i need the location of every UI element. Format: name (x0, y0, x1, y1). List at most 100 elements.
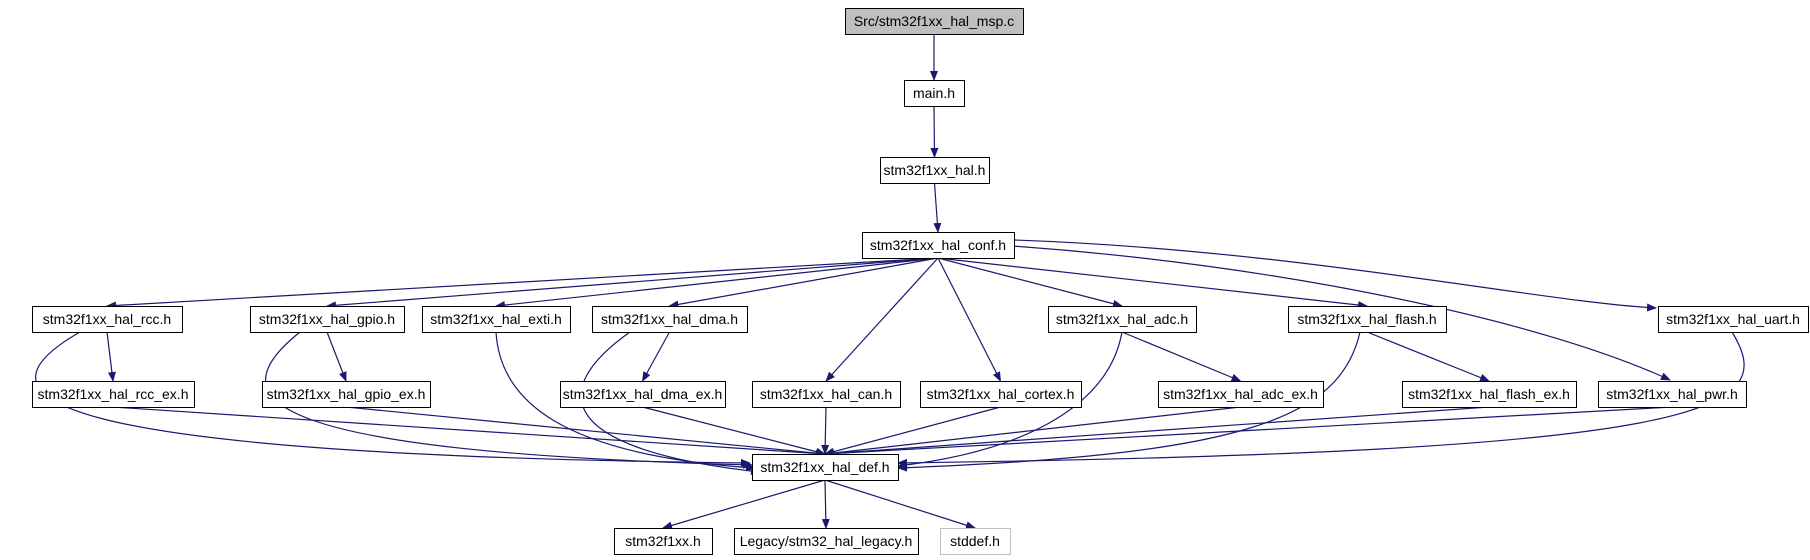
edge-conf-to-can (825, 257, 939, 382)
node-label: stm32f1xx_hal_flash.h (1297, 311, 1436, 327)
node-layer: Src/stm32f1xx_hal_msp.c main.h stm32f1xx_h… (32, 8, 1809, 555)
node-label: Legacy/stm32_hal_legacy.h (740, 533, 913, 549)
edge-hal-to-conf (933, 182, 942, 233)
node-box (752, 381, 901, 408)
node-label: stm32f1xx_hal_dma_ex.h (563, 386, 723, 402)
node-box (560, 381, 726, 408)
node-box (1048, 306, 1197, 333)
node-box (845, 8, 1024, 35)
edge-layer (35, 34, 1745, 530)
edge-gpioex-to-def (345, 406, 826, 458)
edge-rcc-to-def (35, 331, 751, 467)
node-uart[interactable]: stm32f1xx_hal_uart.h (1658, 306, 1809, 333)
node-label: stm32f1xx_hal_adc_ex.h (1163, 386, 1318, 402)
node-label: main.h (913, 85, 955, 101)
node-box (862, 232, 1015, 259)
node-label: stm32f1xx_hal_conf.h (870, 237, 1006, 253)
edge-gpio-to-def (265, 331, 753, 469)
node-box (1658, 306, 1809, 333)
edge-adcex-to-def (824, 406, 1241, 457)
node-label: stm32f1xx_hal_dma.h (601, 311, 738, 327)
node-label: stm32f1xx_hal_can.h (760, 386, 892, 402)
edge-adc-to-def (897, 331, 1123, 469)
node-flashex[interactable]: stm32f1xx_hal_flash_ex.h (1402, 381, 1577, 408)
node-box (734, 528, 919, 555)
edge-conf-to-adc (937, 257, 1123, 308)
node-stddef: stddef.h (940, 528, 1011, 555)
edge-dma-to-def (580, 331, 761, 475)
node-can[interactable]: stm32f1xx_hal_can.h (752, 381, 901, 408)
node-box (1402, 381, 1577, 408)
node-gpio[interactable]: stm32f1xx_hal_gpio.h (250, 306, 405, 333)
node-hal[interactable]: stm32f1xx_hal.h (880, 157, 990, 184)
edge-dma-to-dmaex (641, 331, 671, 382)
edge-rcc-to-rccex (106, 331, 116, 382)
node-label: stm32f1xx.h (625, 533, 700, 549)
node-gpioex[interactable]: stm32f1xx_hal_gpio_ex.h (262, 381, 431, 408)
node-legacy[interactable]: Legacy/stm32_hal_legacy.h (734, 528, 919, 555)
node-box (1598, 381, 1747, 408)
node-box (262, 381, 431, 408)
node-exti[interactable]: stm32f1xx_hal_exti.h (422, 306, 571, 333)
node-label: stm32f1xx_hal_cortex.h (927, 386, 1075, 402)
edge-rccex-to-def (112, 406, 826, 458)
node-conf[interactable]: stm32f1xx_hal_conf.h (862, 232, 1015, 259)
edge-cortex-to-def (824, 406, 1001, 456)
edge-def-to-legacy (821, 479, 830, 529)
node-box (32, 381, 195, 408)
node-label: stddef.h (950, 533, 1000, 549)
node-pwr[interactable]: stm32f1xx_hal_pwr.h (1598, 381, 1747, 408)
edge-can-to-def (821, 406, 830, 455)
edge-dmaex-to-def (642, 406, 826, 456)
node-box (614, 528, 713, 555)
edge-uart-to-def (897, 331, 1745, 467)
node-dma[interactable]: stm32f1xx_hal_dma.h (592, 306, 748, 333)
edge-main-to-hal (930, 105, 939, 158)
node-main[interactable]: main.h (904, 80, 965, 107)
node-dmaex[interactable]: stm32f1xx_hal_dma_ex.h (560, 381, 726, 408)
node-box (422, 306, 571, 333)
node-label: stm32f1xx_hal_adc.h (1056, 311, 1188, 327)
edge-conf-to-dma (668, 257, 939, 309)
edge-adc-to-adcex (1121, 331, 1242, 382)
node-cortex[interactable]: stm32f1xx_hal_cortex.h (920, 381, 1082, 408)
node-label: stm32f1xx_hal_def.h (760, 459, 889, 475)
node-adc[interactable]: stm32f1xx_hal_adc.h (1048, 306, 1197, 333)
node-box (592, 306, 748, 333)
edge-conf-to-flash (937, 257, 1368, 309)
node-box (904, 80, 965, 107)
node-label: Src/stm32f1xx_hal_msp.c (854, 13, 1014, 29)
node-label: stm32f1xx_hal_flash_ex.h (1408, 386, 1570, 402)
edge-conf-to-uart (1013, 239, 1657, 312)
node-box (880, 157, 990, 184)
node-label: stm32f1xx_hal_gpio_ex.h (267, 386, 426, 402)
node-label: stm32f1xx_hal_gpio.h (259, 311, 395, 327)
node-rccex[interactable]: stm32f1xx_hal_rcc_ex.h (32, 381, 195, 408)
edge-flashex-to-def (824, 406, 1490, 458)
edge-conf-to-pwr (1011, 245, 1671, 381)
edge-pwr-to-def (824, 406, 1673, 458)
node-msp[interactable]: Src/stm32f1xx_hal_msp.c (845, 8, 1024, 35)
node-box (1158, 381, 1324, 408)
node-def[interactable]: stm32f1xx_hal_def.h (752, 454, 899, 481)
node-label: stm32f1xx_hal_pwr.h (1606, 386, 1738, 402)
node-label: stm32f1xx_hal_rcc.h (43, 311, 171, 327)
node-box (1288, 306, 1447, 333)
node-label: stm32f1xx_hal.h (884, 162, 986, 178)
edge-gpio-to-gpioex (326, 331, 347, 382)
node-box (250, 306, 405, 333)
edge-conf-to-gpio (326, 257, 939, 310)
edge-flash-to-flashex (1366, 331, 1490, 382)
node-box (940, 528, 1011, 555)
node-rcc[interactable]: stm32f1xx_hal_rcc.h (32, 306, 183, 333)
node-box (920, 381, 1082, 408)
node-f1xx[interactable]: stm32f1xx.h (614, 528, 713, 555)
node-flash[interactable]: stm32f1xx_hal_flash.h (1288, 306, 1447, 333)
edge-conf-to-rcc (106, 257, 939, 310)
edge-def-to-stddef (824, 479, 976, 530)
node-label: stm32f1xx_hal_uart.h (1666, 311, 1800, 327)
node-adcex[interactable]: stm32f1xx_hal_adc_ex.h (1158, 381, 1324, 408)
edge-conf-to-cortex (937, 257, 1002, 382)
node-box (752, 454, 899, 481)
